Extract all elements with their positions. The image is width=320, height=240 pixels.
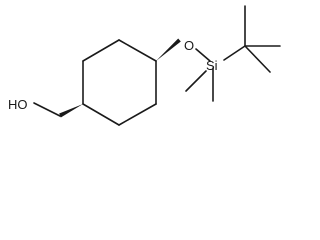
bond-silicon-to-tert-carbon — [223, 45, 246, 61]
ring-bond-3 — [118, 103, 157, 126]
ring-bond-4 — [82, 103, 120, 126]
bond-tert-butyl-methyl-down — [244, 45, 271, 73]
wedge-bond-ring-to-ch2 — [59, 104, 83, 118]
silicon-label: Si — [206, 58, 218, 73]
molecule-structure: HO O Si — [8, 5, 281, 126]
wedge-bond-ring-to-oxygen — [156, 38, 181, 61]
bond-silicon-methyl-left — [185, 70, 207, 92]
ring-bond-1 — [118, 39, 157, 62]
hydroxyl-label: HO — [8, 97, 28, 112]
ether-oxygen-label: O — [184, 38, 194, 53]
cyclohexane-ring — [82, 39, 157, 126]
bond-ch2-to-hydroxyl — [33, 102, 61, 117]
bond-oxygen-to-silicon — [195, 48, 211, 62]
ring-bond-6 — [82, 39, 120, 62]
